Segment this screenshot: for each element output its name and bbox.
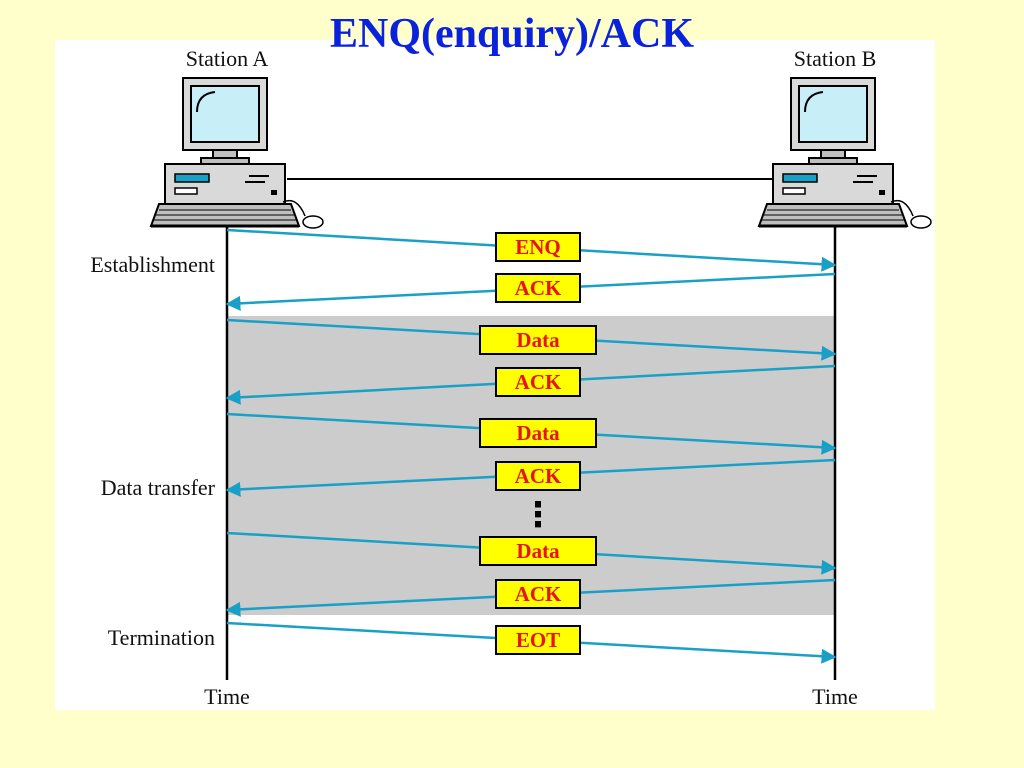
- continuation-ellipsis: ⋮: [521, 495, 555, 535]
- frame-box: [495, 625, 581, 655]
- frame-label: ACK: [515, 276, 562, 300]
- frame-box: [495, 232, 581, 262]
- frame-box: [479, 536, 597, 566]
- phase-data-transfer-label: Data transfer: [101, 475, 216, 500]
- computer-icon: [149, 76, 325, 230]
- protocol-diagram: Station A Station B Establishment Data t…: [55, 40, 935, 710]
- phase-establishment-label: Establishment: [90, 252, 215, 277]
- frame-box: [479, 418, 597, 448]
- frame-label: ACK: [515, 464, 562, 488]
- time-label-a: Time: [204, 684, 250, 709]
- frame-label: Data: [516, 328, 560, 352]
- frame-label: ACK: [515, 582, 562, 606]
- time-label-b: Time: [812, 684, 858, 709]
- station-a-label: Station A: [186, 46, 269, 71]
- frame-label: EOT: [516, 628, 560, 652]
- frame-label: ENQ: [515, 235, 561, 259]
- frame-box: [495, 579, 581, 609]
- frame-box: [479, 325, 597, 355]
- slide-title: ENQ(enquiry)/ACK: [329, 11, 694, 57]
- frame-label: Data: [516, 539, 560, 563]
- frame-box: [495, 367, 581, 397]
- computer-icon: [757, 76, 933, 230]
- frame-box: [495, 461, 581, 491]
- frame-label: ACK: [515, 370, 562, 394]
- phase-termination-label: Termination: [108, 625, 215, 650]
- frame-box: [495, 273, 581, 303]
- station-b-label: Station B: [794, 46, 877, 71]
- frame-label: Data: [516, 421, 560, 445]
